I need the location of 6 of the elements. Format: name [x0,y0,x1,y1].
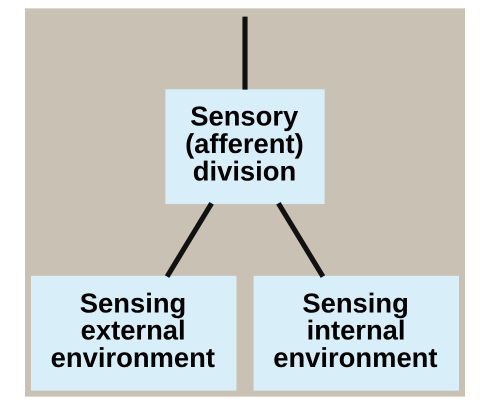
node-box: Sensing internal environment [253,276,458,391]
node-box: Sensing external environment [30,276,236,391]
connector [276,202,325,278]
connector [164,202,214,278]
connector [242,16,248,90]
node-box: Sensory (afferent) division [164,89,324,204]
